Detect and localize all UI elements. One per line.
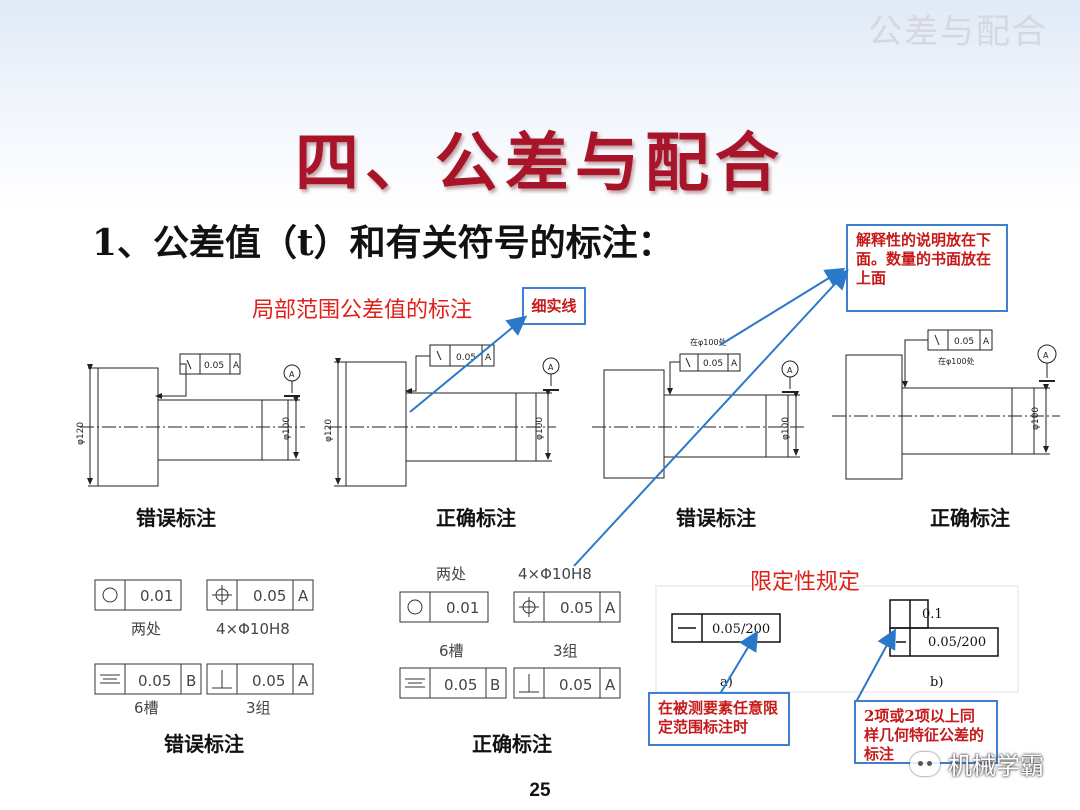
frame-pos-datum-w: A	[298, 587, 309, 605]
callout-thin-line: 细实线	[522, 287, 586, 325]
frame-perp-value-w: 0.05	[252, 672, 285, 690]
note-four-holes-w: 4×Φ10H8	[216, 620, 290, 638]
frame-perp-datum-r: A	[605, 676, 616, 694]
frames-right-group	[399, 591, 621, 699]
tol-frame-3-value: 0.05	[703, 359, 723, 369]
watermark: 机械学霸	[910, 746, 1044, 781]
dim-d120-1: φ120	[76, 422, 86, 445]
tol-b-top: 0.1	[922, 607, 943, 622]
note-d100-4: 在φ100处	[938, 356, 975, 366]
dim-d100-4: φ100	[1031, 407, 1041, 430]
page-title: 四、公差与配合	[295, 126, 785, 201]
note-six-slots-r: 6槽	[439, 642, 464, 660]
note-three-groups-w: 3组	[246, 699, 271, 717]
frame-sym-value-w: 0.05	[138, 672, 171, 690]
section-subtitle: 1、公差值（t）和有关符号的标注：	[92, 222, 674, 264]
caption-right-3: 正确标注	[472, 732, 552, 756]
tol-frame-4-datum: A	[983, 337, 990, 347]
page-number: 25	[529, 780, 551, 801]
datum-symbol-4: A	[1043, 351, 1049, 360]
caption-wrong-2: 错误标注	[676, 506, 756, 530]
shaft-drawing-4	[832, 329, 1060, 480]
caption-wrong-3: 错误标注	[164, 732, 244, 756]
label-b: b)	[930, 675, 943, 690]
watermark-text: 机械学霸	[948, 752, 1044, 780]
caption-right-1: 正确标注	[436, 506, 516, 530]
tol-frame-3-datum: A	[731, 359, 738, 369]
note-six-slots-w: 6槽	[134, 699, 159, 717]
dim-d120-2: φ120	[324, 419, 334, 442]
frame-pos-datum-r: A	[605, 599, 616, 617]
frame-circ-value-r: 0.01	[446, 599, 479, 617]
frame-circ-value-w: 0.01	[140, 587, 173, 605]
frame-perp-value-r: 0.05	[559, 676, 592, 694]
tol-frame-2-value: 0.05	[456, 353, 476, 363]
frame-sym-datum-r: B	[490, 676, 500, 694]
datum-symbol-2: A	[548, 363, 554, 372]
tol-frame-1-value: 0.05	[204, 361, 224, 371]
shaft-drawing-1	[80, 353, 305, 487]
restrict-panel	[655, 585, 1019, 693]
leader-explain-2	[573, 269, 849, 567]
note-four-holes-r: 4×Φ10H8	[518, 565, 592, 583]
caption-right-2: 正确标注	[930, 506, 1010, 530]
callout-restrict-a: 在被测要素任意限定范围标注时	[648, 692, 790, 746]
callout-restrict-b: 2项或2项以上同样几何特征公差的标注	[854, 700, 998, 764]
frac-b: 0.05/200	[928, 635, 986, 650]
frames-wrong-group	[94, 579, 314, 695]
dim-d100-1: φ100	[282, 417, 292, 440]
datum-symbol-3: A	[787, 366, 793, 375]
frame-pos-value-w: 0.05	[253, 587, 286, 605]
restrictive-rule-label: 限定性规定	[750, 570, 861, 595]
note-three-groups-r: 3组	[553, 642, 578, 660]
tol-frame-1-datum: A	[233, 361, 240, 371]
leader-restrict-a	[719, 630, 759, 695]
frame-perp-datum-w: A	[298, 672, 309, 690]
leader-restrict-b	[855, 628, 896, 703]
header-tag: 公差与配合	[868, 12, 1048, 52]
dim-d100-2: φ100	[535, 417, 545, 440]
frame-sym-datum-w: B	[186, 672, 196, 690]
frame-pos-value-r: 0.05	[560, 599, 593, 617]
shaft-drawing-3	[592, 353, 806, 479]
local-range-label: 局部范围公差值的标注	[252, 298, 473, 323]
leader-explain-1	[719, 267, 846, 346]
frac-a: 0.05/200	[712, 622, 770, 637]
dim-d100-3: φ100	[781, 417, 791, 440]
note-d100-3: 在φ100处	[690, 337, 727, 347]
shaft-drawing-2	[328, 344, 560, 487]
wechat-icon	[910, 751, 940, 776]
caption-wrong-1: 错误标注	[136, 506, 216, 530]
tol-frame-4-value: 0.05	[954, 337, 974, 347]
leader-thin-line	[409, 315, 528, 413]
frame-sym-value-r: 0.05	[444, 676, 477, 694]
note-two-places-w: 两处	[131, 620, 161, 638]
tol-frame-2-datum: A	[485, 353, 492, 363]
callout-explanation: 解释性的说明放在下面。数量的书面放在上面	[846, 224, 1008, 312]
datum-symbol-1: A	[289, 370, 295, 379]
note-two-places-r: 两处	[436, 565, 466, 583]
